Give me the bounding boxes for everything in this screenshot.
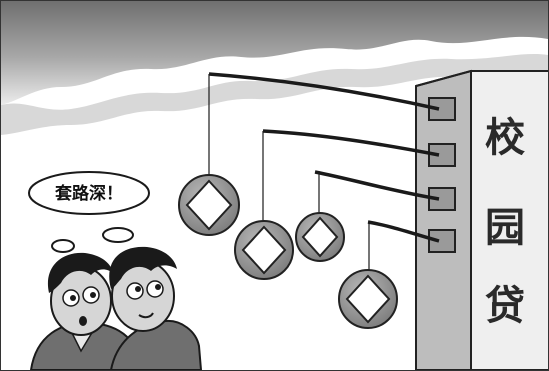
speech-bubble-text: 套路深！ — [54, 183, 123, 204]
coin-lure-icon — [338, 269, 398, 329]
window — [428, 97, 456, 121]
building: 校 园 贷 — [415, 69, 548, 370]
sign-char-2: 园 — [485, 205, 525, 251]
person-icon — [109, 246, 203, 370]
fishing-rods — [208, 72, 440, 272]
sky-clouds — [1, 1, 548, 135]
coin-lure-icon — [234, 220, 294, 280]
speech-bubble-icon: 套路深！ — [28, 171, 150, 253]
window — [428, 229, 456, 253]
coins — [178, 174, 398, 329]
person-icon — [29, 252, 143, 370]
sign-char-1: 校 — [485, 115, 525, 161]
sign-char-3: 贷 — [485, 283, 525, 329]
window — [428, 143, 456, 167]
coin-lure-icon — [295, 212, 345, 262]
coin-lure-icon — [178, 174, 240, 236]
